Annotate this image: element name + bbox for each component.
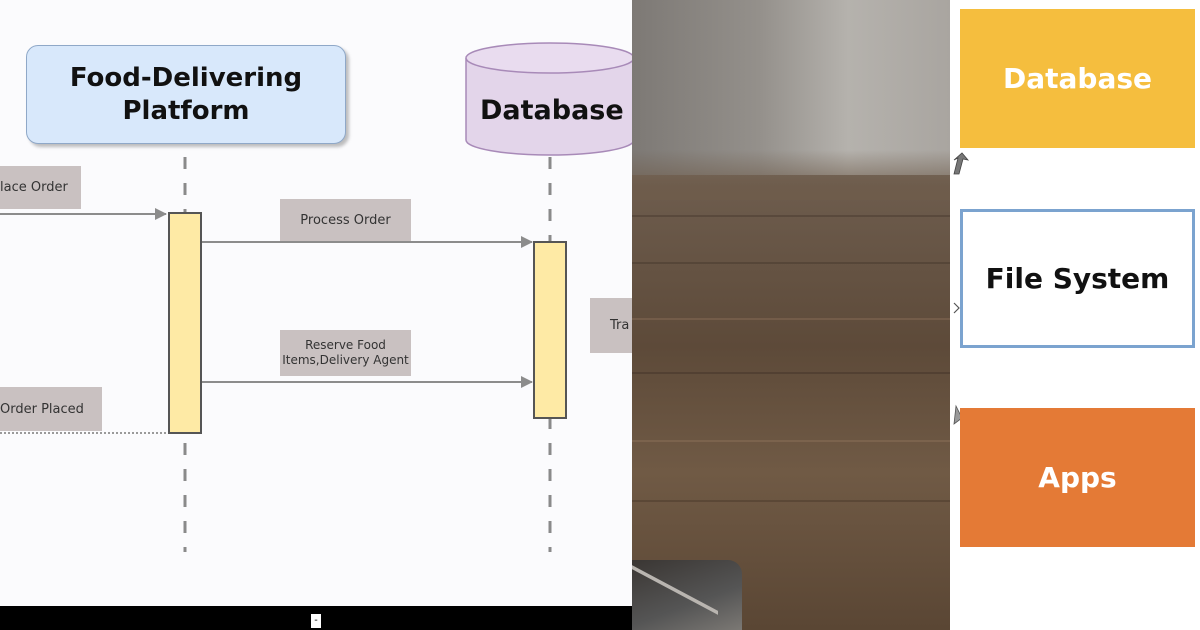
database-cylinder bbox=[465, 42, 632, 156]
message-truncated: Tra bbox=[590, 298, 632, 353]
file-system-box-label: File System bbox=[985, 262, 1170, 295]
platform-activation-bar bbox=[168, 212, 202, 434]
bottom-bar-glyph: -- bbox=[311, 614, 321, 630]
storage-stack-panel: Database File System Apps bbox=[950, 0, 1200, 630]
participant-database-label: Database bbox=[480, 95, 624, 126]
wood-grain bbox=[632, 500, 950, 502]
wood-grain bbox=[632, 440, 950, 442]
participant-food-delivering-platform: Food-Delivering Platform bbox=[26, 45, 346, 144]
message-reserve-food: Reserve Food Items,Delivery Agent bbox=[280, 330, 411, 376]
message-order-placed: Order Placed bbox=[0, 387, 102, 431]
participant-platform-label: Food-Delivering Platform bbox=[69, 62, 303, 126]
message-place-order: lace Order bbox=[0, 166, 81, 209]
file-system-box: File System bbox=[960, 209, 1195, 348]
apps-box: Apps bbox=[960, 408, 1195, 547]
database-box: Database bbox=[960, 9, 1195, 148]
desk-photo bbox=[632, 0, 950, 630]
sequence-diagram-canvas bbox=[0, 42, 632, 552]
arrow-right-icon bbox=[953, 302, 960, 314]
photo-wall bbox=[632, 0, 950, 175]
apps-box-label: Apps bbox=[1038, 461, 1117, 494]
wood-grain bbox=[632, 372, 950, 374]
message-process-order: Process Order bbox=[280, 199, 411, 241]
wood-grain bbox=[632, 215, 950, 217]
photo-wall-shadow bbox=[632, 150, 950, 200]
database-activation-bar bbox=[533, 241, 567, 419]
up-arrow-icon bbox=[953, 152, 970, 175]
database-box-label: Database bbox=[1002, 62, 1152, 95]
wood-grain bbox=[632, 262, 950, 264]
wood-grain bbox=[632, 318, 950, 320]
sequence-diagram-panel: Food-Delivering Platform Database lace O… bbox=[0, 42, 632, 630]
